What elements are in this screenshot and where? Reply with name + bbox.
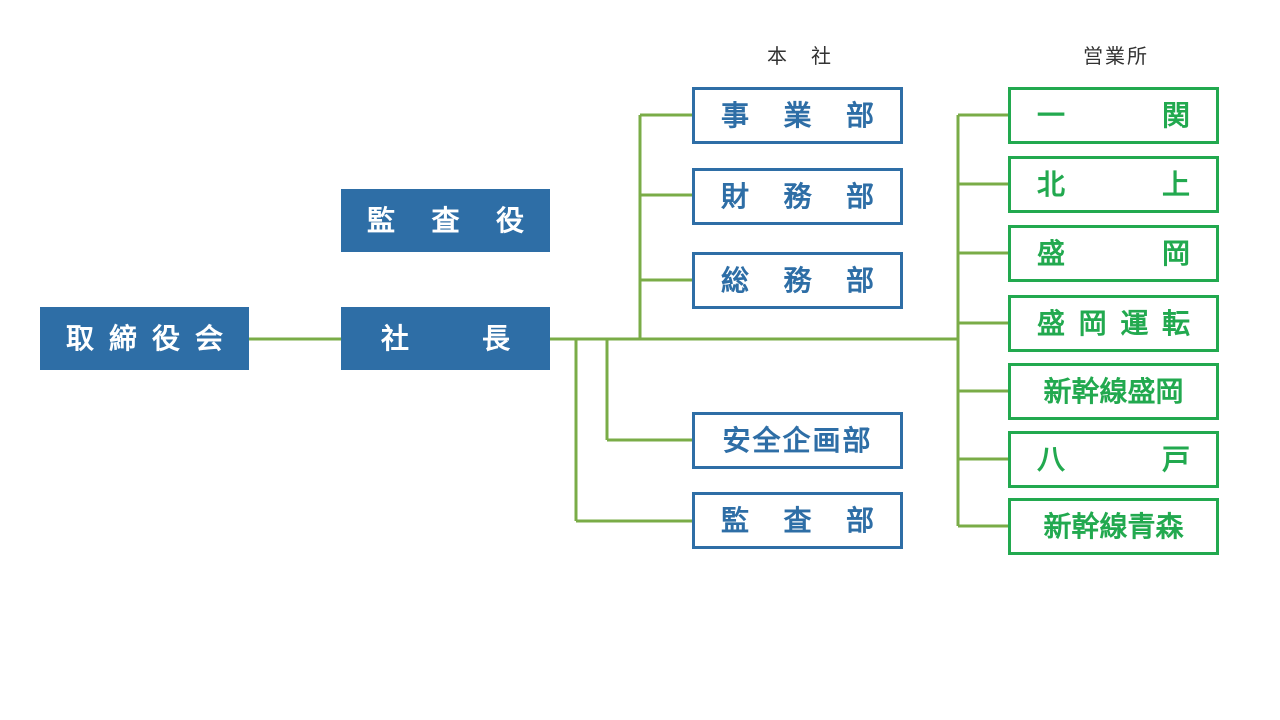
char: 監	[721, 503, 750, 537]
char: 戸	[1161, 442, 1190, 476]
header-eigyosho: 営業所	[1083, 44, 1149, 68]
box-hachinohe[interactable]: 八 戸	[1008, 431, 1219, 488]
char: 役	[495, 203, 524, 237]
char: 社	[381, 321, 410, 355]
box-kansayaku[interactable]: 監 査 役	[341, 189, 550, 252]
box-torishimariyakukai[interactable]: 取 締 役 会	[40, 307, 249, 370]
char: 盛	[1037, 236, 1066, 270]
char: 部	[845, 503, 874, 537]
box-jigyobu[interactable]: 事 業 部	[692, 87, 903, 144]
char: 運	[1120, 306, 1149, 340]
char: 会	[194, 321, 223, 355]
char: 盛	[1037, 306, 1066, 340]
char: 岡	[1078, 306, 1107, 340]
char: 取	[66, 321, 95, 355]
box-morioka[interactable]: 盛 岡	[1008, 225, 1219, 282]
box-kitakami[interactable]: 北 上	[1008, 156, 1219, 213]
char: 一	[1037, 98, 1066, 132]
char: 岡	[1161, 236, 1190, 270]
char: 上	[1161, 167, 1190, 201]
char: 部	[845, 98, 874, 132]
char: 八	[1037, 442, 1066, 476]
box-anzen-kikakubu[interactable]: 安全企画部	[692, 412, 903, 469]
char: 役	[151, 321, 180, 355]
box-shinkansen-morioka[interactable]: 新幹線盛岡	[1008, 363, 1219, 420]
box-kansabu[interactable]: 監 査 部	[692, 492, 903, 549]
char: 業	[783, 98, 812, 132]
char: 務	[783, 179, 812, 213]
char: 財	[721, 179, 750, 213]
box-morioka-unten[interactable]: 盛 岡 運 転	[1008, 295, 1219, 352]
char: 関	[1161, 98, 1190, 132]
char: 部	[845, 263, 874, 297]
char: 監	[367, 203, 396, 237]
char: 査	[431, 203, 460, 237]
box-shacho[interactable]: 社 長	[341, 307, 550, 370]
char: 北	[1037, 167, 1066, 201]
char: 査	[783, 503, 812, 537]
char: 事	[721, 98, 750, 132]
char: 総	[721, 263, 750, 297]
char: 務	[783, 263, 812, 297]
char: 部	[845, 179, 874, 213]
box-somubu[interactable]: 総 務 部	[692, 252, 903, 309]
box-ichinoseki[interactable]: 一 関	[1008, 87, 1219, 144]
header-honsha: 本 社	[767, 44, 833, 68]
char: 締	[108, 321, 137, 355]
char: 転	[1161, 306, 1190, 340]
box-zaimubu[interactable]: 財 務 部	[692, 168, 903, 225]
box-shinkansen-aomori[interactable]: 新幹線青森	[1008, 498, 1219, 555]
char: 長	[481, 321, 510, 355]
